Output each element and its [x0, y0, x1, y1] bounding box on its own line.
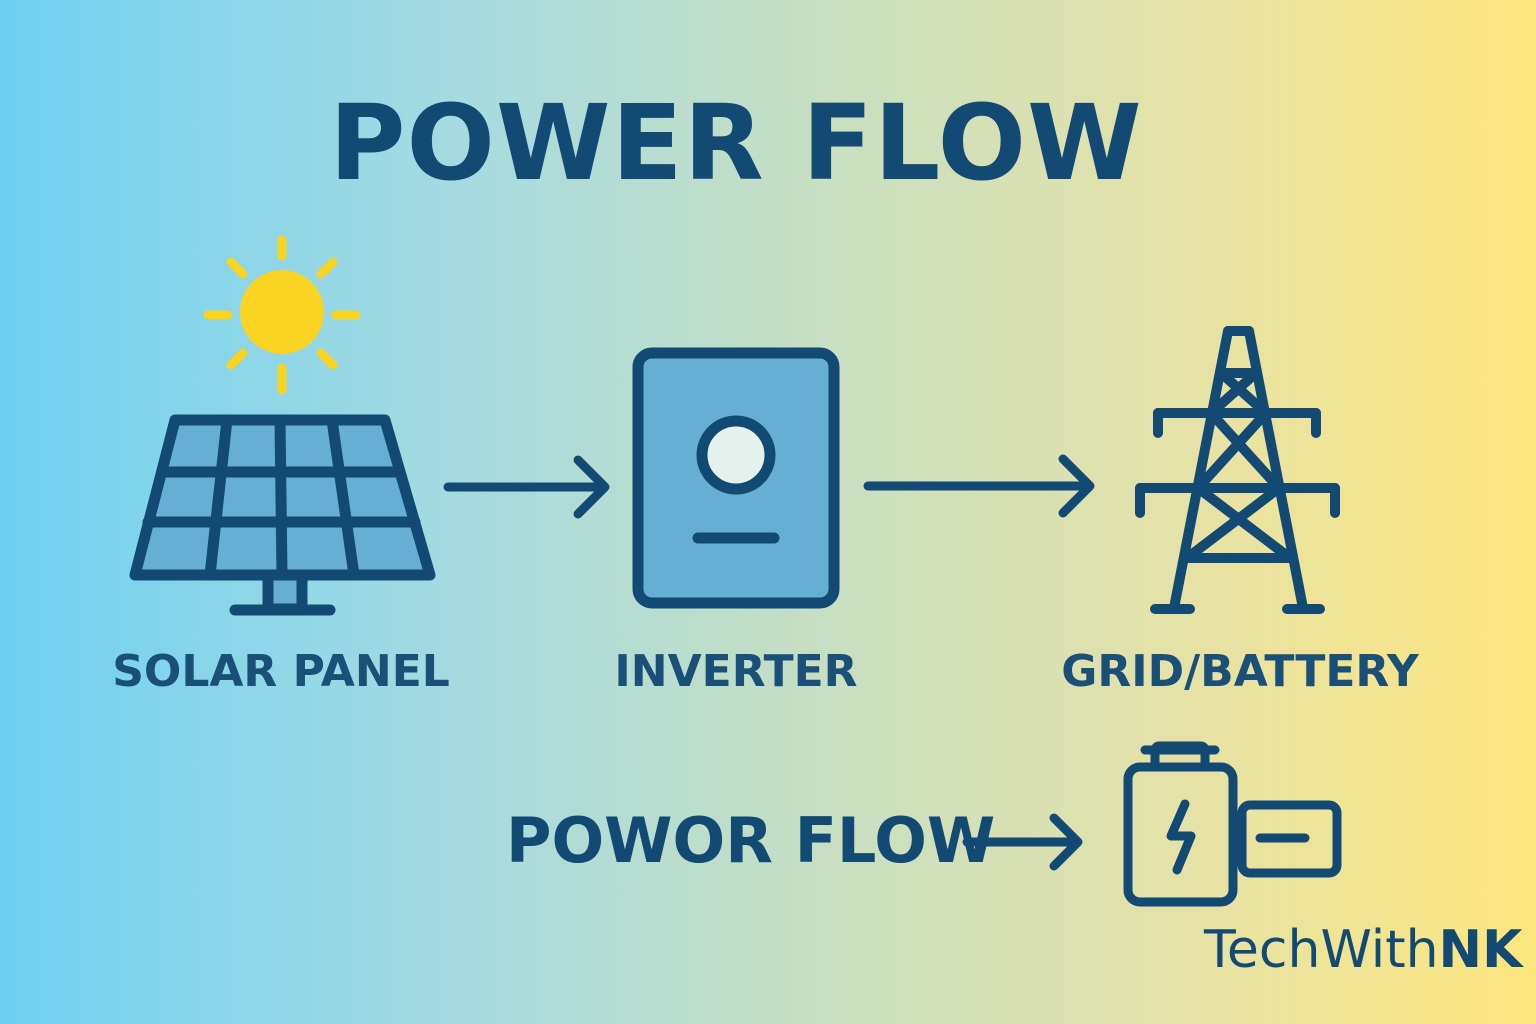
brand-logo: TechWithNK: [1204, 920, 1522, 980]
brand-prefix: TechWith: [1204, 920, 1439, 980]
arrow-right-icon: [443, 455, 610, 519]
solar-panel-icon: [129, 414, 436, 616]
battery-icon: [1123, 741, 1342, 907]
sun-icon: [203, 235, 361, 395]
diagram-title: POWER FLOW: [329, 82, 1143, 204]
inverter-icon: [632, 347, 840, 609]
brand-suffix: NK: [1438, 920, 1523, 980]
transmission-tower-icon: [1135, 326, 1340, 614]
arrow-right-icon: [962, 813, 1083, 871]
grid-battery-label: GRID/BATTERY: [1061, 646, 1419, 697]
inverter-label: INVERTER: [614, 646, 858, 697]
solar-panel-label: SOLAR PANEL: [112, 646, 450, 697]
power-flow-label: POWOR FLOW: [506, 804, 996, 877]
arrow-right-icon: [863, 454, 1095, 518]
